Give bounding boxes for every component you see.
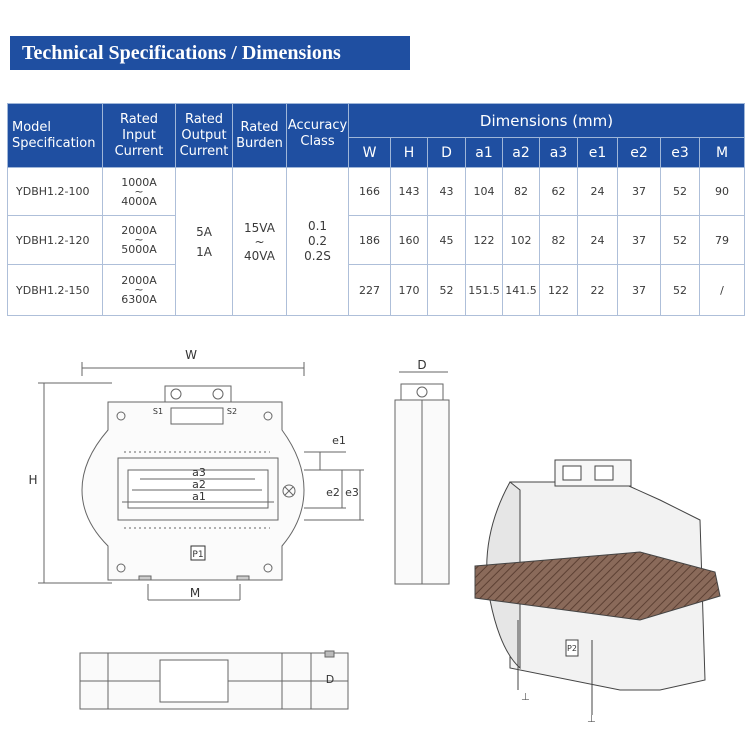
input-current-cell: 1000A~4000A [102,167,176,216]
model-cell: YDBH1.2-100 [7,167,103,216]
bolt-icon: ⊥ [521,692,530,703]
dim-cell: 141.5 [502,264,540,316]
dim-cell: 24 [577,167,618,216]
dim-cell: 24 [577,215,618,265]
section-title-banner: Technical Specifications / Dimensions [10,36,410,70]
dim-cell: 82 [539,215,578,265]
front-view-drawing [38,362,364,601]
isometric-view-drawing [474,459,721,715]
dim-cell: 122 [539,264,578,316]
dim-col-e2: e2 [617,137,661,168]
header-dimensions: Dimensions (mm) [347,103,746,138]
dim-cell: 82 [502,167,540,216]
dim-cell: 52 [660,264,700,316]
dim-col-a3: a3 [539,137,578,168]
dim-cell: 143 [390,167,428,216]
dim-cell: 52 [427,264,466,316]
bottom-view-drawing [79,650,349,710]
label-d: D [417,358,426,372]
dim-col-e1: e1 [577,137,618,168]
label-p1: P1 [192,550,203,560]
dim-cell: 52 [660,167,700,216]
label-a1: a1 [192,490,206,503]
label-p2: P2 [567,644,577,653]
input-current-cell: 2000A~5000A [102,215,176,265]
label-w: W [185,348,197,362]
side-view-drawing [394,371,450,585]
dim-cell: 186 [348,215,391,265]
dim-cell: 37 [617,264,661,316]
dim-cell: 45 [427,215,466,265]
label-e1: e1 [332,434,346,447]
label-h: H [28,473,37,487]
label-a2: a2 [192,478,206,491]
label-m: M [190,586,200,600]
dim-cell: 227 [348,264,391,316]
p1-marker [190,545,206,561]
burden-cell: 15VA~40VA [232,167,287,316]
label-s2: S2 [227,407,237,416]
dim-cell: 43 [427,167,466,216]
dim-cell: / [698,264,746,316]
label-a3: a3 [192,466,206,479]
input-current-cell: 2000A~6300A [102,264,176,316]
dim-cell: 151.5 [465,264,503,316]
table-row: YDBH1.2-120 2000A~5000A 186 160 45 122 1… [7,215,746,265]
model-cell: YDBH1.2-150 [7,264,103,316]
dim-cell: 90 [698,167,746,216]
bolt-icon: ⊥ [587,714,596,725]
dim-cell: 22 [577,264,618,316]
label-d-bottom: D [326,673,334,686]
dim-col-a1: a1 [465,137,503,168]
dim-cell: 122 [465,215,503,265]
model-cell: YDBH1.2-120 [7,215,103,265]
label-e2: e2 [326,486,340,499]
table-row: YDBH1.2-150 2000A~6300A 227 170 52 151.5… [7,264,746,316]
dim-col-d: D [427,137,466,168]
label-e3: e3 [345,486,359,499]
dim-col-w: W [348,137,391,168]
dim-col-a2: a2 [502,137,540,168]
label-s1: S1 [153,407,163,416]
dim-col-h: H [390,137,428,168]
